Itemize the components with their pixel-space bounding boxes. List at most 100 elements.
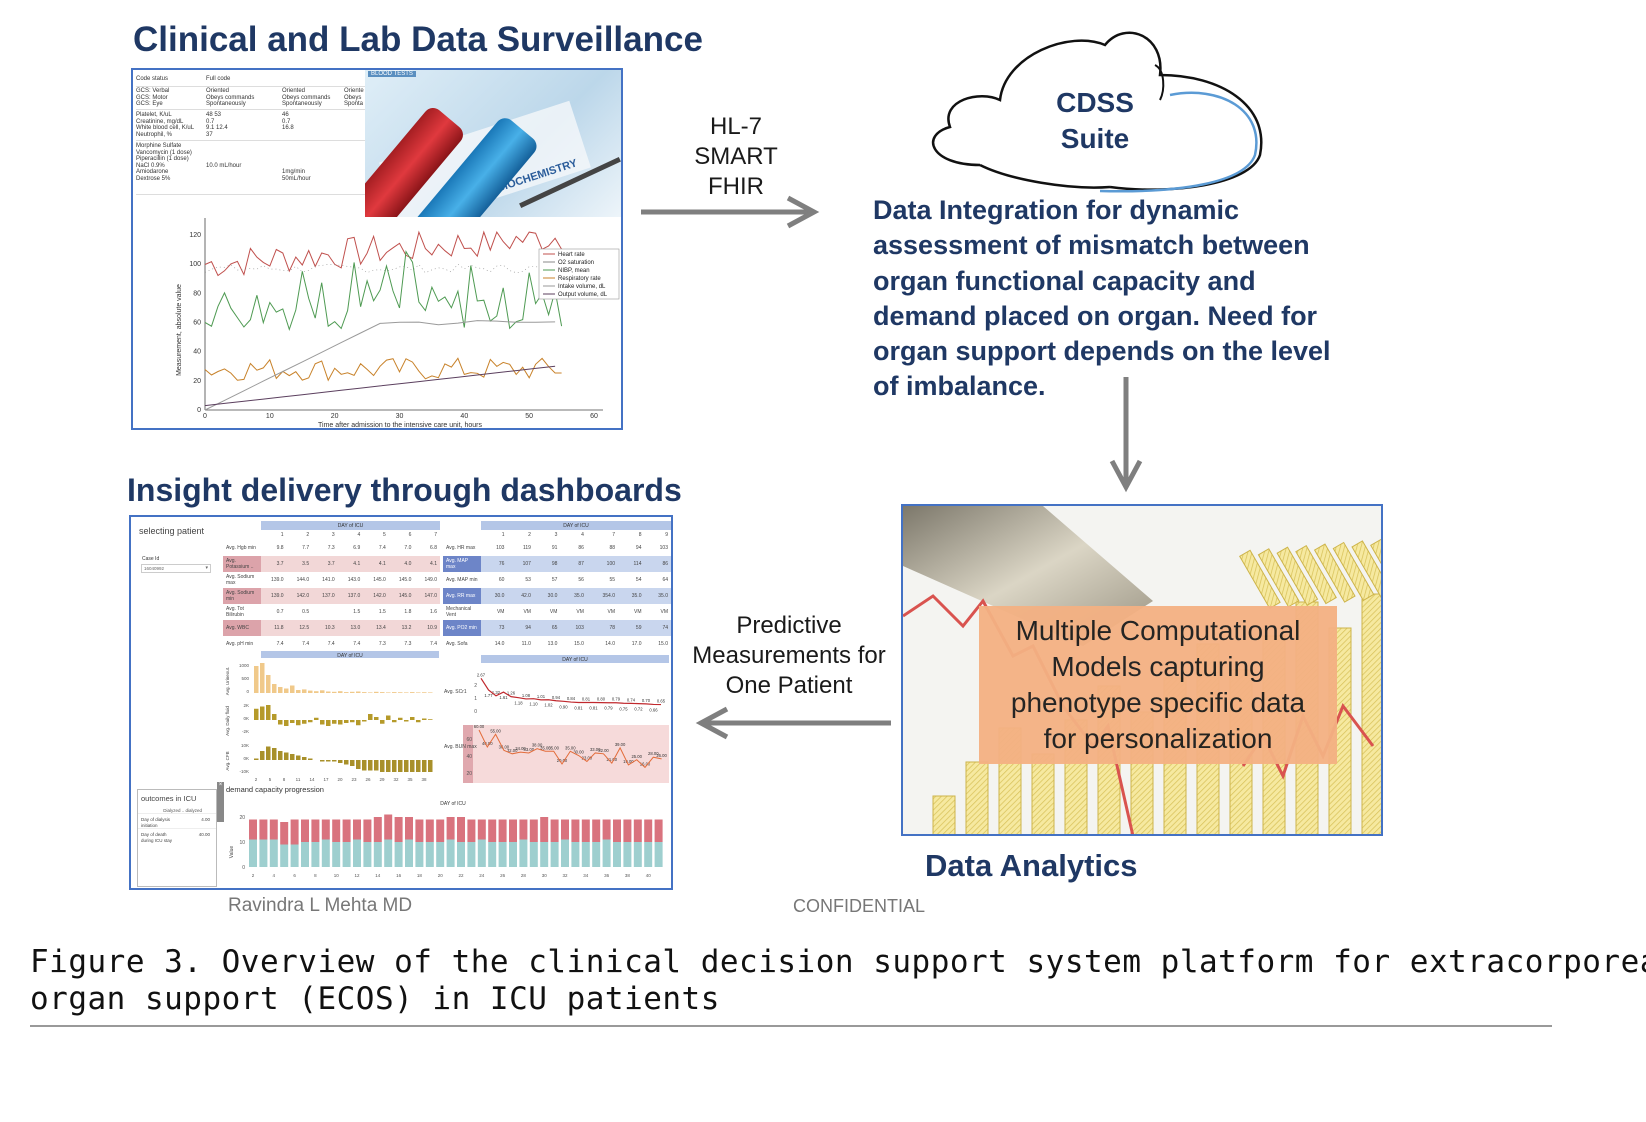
mini-bar: [284, 720, 289, 726]
outcome-label: Day of dialysis initiation: [141, 817, 171, 828]
table-cell: 11.0: [521, 641, 531, 647]
day-header: DAY of ICU: [440, 801, 466, 807]
table-cell: 145.0: [398, 577, 412, 583]
models-line: for personalization: [1043, 723, 1273, 754]
mini-bar: [368, 692, 373, 693]
table-cell: 4.1: [414, 556, 440, 572]
demand-bar: [654, 819, 663, 842]
mini-bar: [308, 758, 313, 760]
table-cell: 9.8: [276, 545, 284, 551]
mini-bar: [386, 715, 391, 720]
mini-bar: [338, 720, 343, 725]
capacity-bar: [405, 839, 413, 867]
table-cell: 15.0: [574, 641, 584, 647]
mini-x-label: 23: [351, 777, 357, 782]
table-cell: 1.5: [353, 609, 361, 615]
table-cell: 14.0: [494, 641, 505, 647]
capacity-bar: [311, 842, 320, 867]
table-cell: 88: [609, 545, 616, 551]
table-cell: VM: [549, 609, 558, 615]
mini-chart-label: Avg. CFB: [225, 751, 230, 770]
hl7-label: HL-7: [709, 113, 763, 140]
table-cell: 6.8: [430, 545, 437, 551]
demand-tick: 20: [239, 815, 245, 821]
series-line: [204, 357, 562, 382]
demand-bar: [550, 819, 559, 842]
scr-data-label: 0.72: [634, 707, 643, 712]
y-tick-label: 60: [193, 320, 201, 327]
mini-bar: [260, 663, 265, 693]
table-cell: 144.0: [296, 577, 310, 583]
mini-x-label: 38: [421, 777, 427, 782]
record-value: 0.7: [282, 118, 291, 125]
capacity-bar: [446, 839, 455, 867]
capacity-bar: [498, 842, 507, 867]
table-cell: 143.0: [347, 577, 361, 583]
record-value: Obeys commands: [206, 94, 255, 101]
demand-bar: [394, 817, 403, 842]
mini-bar: [314, 691, 319, 693]
demand-x-label: 10: [334, 873, 340, 878]
bun-data-label: 25.00: [631, 754, 642, 759]
models-box: Multiple Computational Models capturing …: [979, 606, 1337, 764]
integration-line: organ support depends on the level: [873, 336, 1331, 367]
demand-x-label: 32: [562, 873, 568, 878]
table-cell: 86: [644, 556, 671, 572]
mini-bar: [380, 720, 385, 724]
scr-label: Avg. SCr1: [444, 689, 467, 695]
record-value: Oriented: [206, 88, 230, 94]
row-label: Avg. Potassium ..: [223, 556, 261, 572]
author-label: Ravindra L Mehta MD: [228, 895, 413, 916]
table-cell: 139.0: [261, 588, 287, 604]
table-cell: 59: [618, 620, 645, 636]
demand-bar: [613, 819, 621, 842]
panel-toolbar[interactable]: ×: [217, 782, 224, 822]
confidential-label: CONFIDENTIAL: [793, 896, 926, 916]
y-tick-label: 20: [193, 378, 201, 385]
capacity-bar: [259, 839, 268, 867]
demand-bar: [540, 817, 549, 842]
integration-line: demand placed on organ. Need for: [873, 300, 1318, 331]
integration-line: of imbalance.: [873, 371, 1046, 402]
table-cell: 7.3: [327, 545, 335, 551]
mini-bar: [422, 692, 427, 693]
mini-bar: [332, 691, 337, 693]
demand-x-label: 24: [479, 873, 485, 878]
case-id-dropdown[interactable]: 16040992 ▾: [141, 564, 211, 573]
demand-bar: [581, 819, 590, 842]
scr-data-label: 0.81: [589, 705, 598, 710]
table-cell: 35.0: [618, 588, 645, 604]
record-value: Obeys: [344, 94, 362, 101]
table-cell: 73: [481, 620, 508, 636]
table-cell: 7.3: [378, 641, 386, 647]
cloud-icon: [931, 31, 1263, 193]
demand-bar: [592, 819, 601, 842]
demand-x-label: 30: [542, 873, 548, 878]
table-cell: VM: [660, 609, 669, 615]
day-column-header: 7: [586, 530, 619, 540]
mini-bar: [254, 666, 259, 693]
table-cell: 1.5: [378, 609, 386, 615]
record-value: 16.8: [282, 125, 294, 131]
x-axis-label: Time after admission to the intensive ca…: [318, 422, 482, 429]
scr-line: [480, 677, 662, 706]
mini-chart-label: Avg. Daily fluid: [225, 706, 230, 736]
integration-line: Data Integration for dynamic: [873, 195, 1240, 225]
mini-tick-label: 0K: [243, 756, 249, 761]
demand-bar: [488, 819, 497, 842]
capacity-bar: [425, 842, 434, 867]
close-icon[interactable]: ×: [218, 782, 223, 788]
mini-bar: [308, 690, 313, 693]
mini-bar: [356, 760, 361, 769]
outcome-value: 40.00: [198, 832, 210, 837]
record-value: 50mL/hour: [282, 175, 311, 182]
table-cell: 103: [659, 545, 668, 551]
capacity-bar: [550, 842, 559, 867]
bun-data-label: 33.00: [524, 747, 535, 752]
mini-bar: [344, 720, 349, 723]
row-label: Avg. MAP min: [446, 577, 478, 583]
